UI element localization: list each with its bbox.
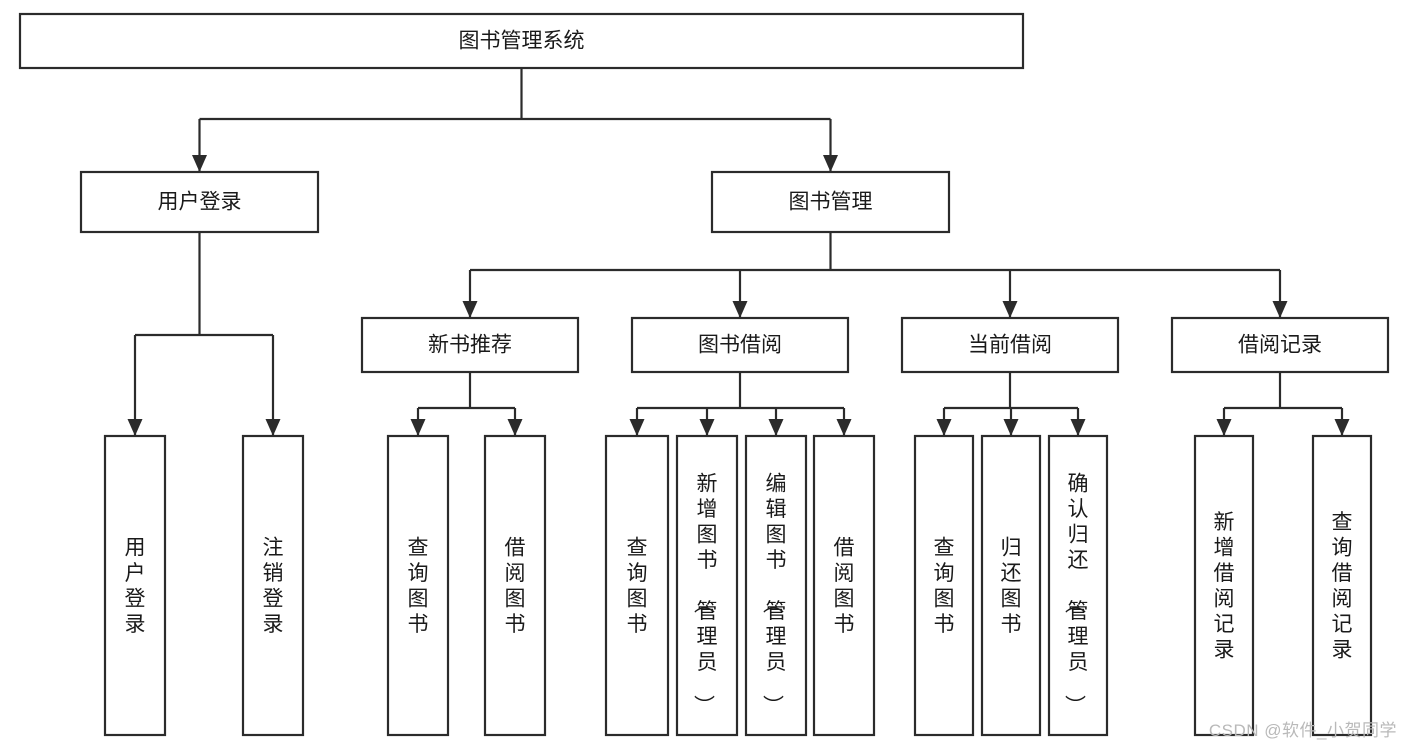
edge-group (192, 68, 838, 172)
level3-node-4[interactable]: 借阅记录 (1170, 316, 1390, 374)
leaf-node-1[interactable]: 用户登录 (103, 434, 167, 737)
level2-node-label: 用户登录 (158, 191, 242, 214)
leaf-node-6[interactable]: 新增图书（管理员） (675, 434, 739, 737)
leaf-node-box (241, 434, 305, 737)
leaf-node-label: 查询图书 (934, 536, 955, 636)
arrow-head-icon (768, 419, 784, 436)
leaf-node-label: 确认归还（管理员） (1063, 473, 1089, 716)
leaf-node-box (1193, 434, 1255, 737)
leaf-node-4[interactable]: 借阅图书 (483, 434, 547, 737)
leaf-node-label: 归还图书 (1001, 536, 1022, 636)
leaf-node-9[interactable]: 查询图书 (913, 434, 975, 737)
arrow-head-icon (507, 419, 523, 436)
level2-node-label: 图书管理 (789, 191, 873, 214)
leaf-node-5[interactable]: 查询图书 (604, 434, 670, 737)
leaf-node-label: 新增借阅记录 (1214, 511, 1235, 662)
level2-node-1[interactable]: 用户登录 (79, 170, 320, 234)
leaf-node-label: 查询借阅记录 (1332, 511, 1353, 662)
leaf-node-box (1311, 434, 1373, 737)
leaf-node-3[interactable]: 查询图书 (386, 434, 450, 737)
node-layer: 图书管理系统用户登录图书管理新书推荐图书借阅当前借阅借阅记录用户登录注销登录查询… (18, 12, 1390, 737)
edge-group (629, 372, 852, 436)
leaf-node-label: 借阅图书 (834, 536, 855, 636)
arrow-head-icon (462, 301, 478, 318)
arrow-head-icon (410, 419, 426, 436)
arrow-head-icon (192, 155, 207, 172)
arrow-head-icon (936, 419, 952, 436)
leaf-node-label: 注销登录 (263, 536, 284, 636)
arrow-head-icon (732, 301, 748, 318)
leaf-node-label: 用户登录 (125, 536, 146, 636)
level2-node-box (710, 170, 951, 234)
level3-node-label: 当前借阅 (968, 334, 1052, 357)
arrow-head-icon (1002, 301, 1018, 318)
edge-group (936, 372, 1086, 436)
level3-node-box (1170, 316, 1390, 374)
leaf-node-label: 借阅图书 (505, 536, 526, 636)
leaf-node-box (1047, 434, 1109, 737)
leaf-node-2[interactable]: 注销登录 (241, 434, 305, 737)
leaf-node-box (980, 434, 1042, 737)
level3-node-label: 新书推荐 (428, 334, 512, 357)
arrow-head-icon (1272, 301, 1288, 318)
arrow-head-icon (836, 419, 852, 436)
edge-group (127, 232, 281, 436)
leaf-node-label: 新增图书（管理员） (692, 473, 718, 716)
edge-group (410, 372, 523, 436)
level3-node-box (360, 316, 580, 374)
leaf-node-label: 查询图书 (408, 536, 429, 636)
leaf-node-label: 编辑图书（管理员） (761, 473, 787, 716)
edge-group (1216, 372, 1350, 436)
leaf-node-box (913, 434, 975, 737)
leaf-node-box (812, 434, 876, 737)
level3-node-1[interactable]: 新书推荐 (360, 316, 580, 374)
connector-layer (127, 68, 1350, 436)
leaf-node-box (744, 434, 808, 737)
level2-node-2[interactable]: 图书管理 (710, 170, 951, 234)
root-node-box (18, 12, 1025, 70)
arrow-head-icon (629, 419, 645, 436)
leaf-node-8[interactable]: 借阅图书 (812, 434, 876, 737)
level3-node-2[interactable]: 图书借阅 (630, 316, 850, 374)
level3-node-label: 借阅记录 (1238, 334, 1322, 357)
arrow-head-icon (823, 155, 838, 172)
level3-node-3[interactable]: 当前借阅 (900, 316, 1120, 374)
leaf-node-box (386, 434, 450, 737)
leaf-node-12[interactable]: 新增借阅记录 (1193, 434, 1255, 737)
arrow-head-icon (265, 419, 281, 436)
level3-node-label: 图书借阅 (698, 334, 782, 357)
arrow-head-icon (1216, 419, 1232, 436)
leaf-node-box (675, 434, 739, 737)
leaf-node-11[interactable]: 确认归还（管理员） (1047, 434, 1109, 737)
level3-node-box (630, 316, 850, 374)
leaf-node-box (103, 434, 167, 737)
leaf-node-13[interactable]: 查询借阅记录 (1311, 434, 1373, 737)
level2-node-box (79, 170, 320, 234)
root-node-label: 图书管理系统 (459, 30, 585, 53)
arrow-head-icon (1334, 419, 1350, 436)
leaf-node-box (604, 434, 670, 737)
root-node-1[interactable]: 图书管理系统 (18, 12, 1025, 70)
leaf-node-7[interactable]: 编辑图书（管理员） (744, 434, 808, 737)
leaf-node-box (483, 434, 547, 737)
arrow-head-icon (1070, 419, 1086, 436)
level3-node-box (900, 316, 1120, 374)
watermark-label: CSDN @软件_小贺同学 (1208, 721, 1397, 740)
leaf-node-10[interactable]: 归还图书 (980, 434, 1042, 737)
leaf-node-label: 查询图书 (627, 536, 648, 636)
edge-group (462, 232, 1288, 318)
arrow-head-icon (1003, 419, 1019, 436)
arrow-head-icon (127, 419, 143, 436)
arrow-head-icon (699, 419, 715, 436)
